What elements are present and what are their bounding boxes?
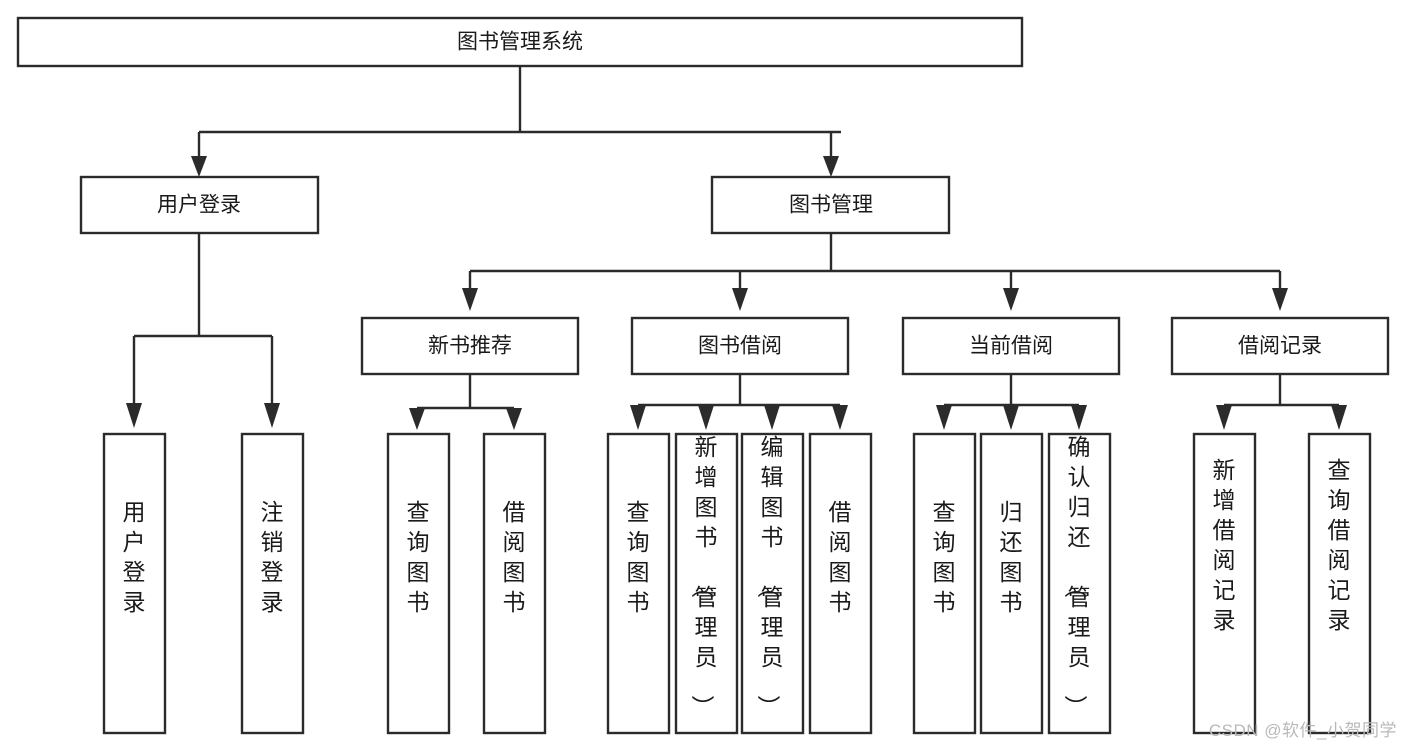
node-root[interactable]: 图书管理系统 [16, 16, 1024, 68]
node-book-management[interactable]: 图书管理 [710, 175, 951, 235]
leaf-borrow-book-newbook-box[interactable] [482, 432, 547, 735]
arrow-icon-leaf-add-record [1216, 405, 1232, 430]
leaf-add-record-box[interactable] [1192, 432, 1257, 735]
arrow-icon-leaf-edit-book [764, 405, 780, 430]
leaf-add-book[interactable]: 新增图书（管理员） [674, 432, 739, 735]
leaf-return-book-box[interactable] [979, 432, 1044, 735]
arrow-icon-leaf-query-book-2 [630, 405, 646, 430]
leaf-edit-book[interactable]: 编辑图书（管理员） [740, 432, 805, 735]
node-current-borrow-box[interactable] [901, 316, 1121, 376]
leaf-user-login[interactable]: 用户登录 [102, 432, 167, 735]
arrow-icon-leaf-borrow-book-1 [506, 408, 522, 430]
arrow-icon-leaf-add-book [698, 405, 714, 430]
leaf-logout-label: 注销登录 [261, 499, 284, 615]
node-book-borrow[interactable]: 图书借阅 [630, 316, 850, 376]
leaf-query-book-current[interactable]: 查询图书 [912, 432, 977, 735]
arrow-icon-leaf-logout [264, 403, 280, 428]
arrow-icon-to-user-login [191, 156, 207, 177]
connector-newbook-to-leaves [409, 374, 522, 430]
arrow-icon-leaf-return-book [1003, 405, 1019, 430]
node-borrow-record-label: 借阅记录 [1238, 335, 1322, 358]
leaf-confirm-return-box[interactable] [1047, 432, 1112, 735]
leaf-logout-box[interactable] [240, 432, 305, 735]
leaf-query-book-current-box[interactable] [912, 432, 977, 735]
leaf-borrow-book-newbook-label: 借阅图书 [503, 499, 526, 615]
arrow-icon-to-borrow [732, 288, 748, 311]
node-user-login-label: 用户登录 [157, 194, 241, 217]
leaf-add-book-label: 新增图书（管理员） [690, 434, 718, 718]
leaf-query-record-label: 查询借阅记录 [1328, 457, 1351, 633]
leaf-borrow-book-borrow[interactable]: 借阅图书 [808, 432, 873, 735]
arrow-icon-leaf-query-book-1 [409, 408, 425, 430]
node-user-login-box[interactable] [79, 175, 320, 235]
leaf-return-book-label: 归还图书 [1000, 499, 1023, 615]
arrow-icon-to-new-book [462, 288, 478, 311]
node-borrow-record[interactable]: 借阅记录 [1170, 316, 1390, 376]
leaf-edit-book-label: 编辑图书（管理员） [756, 434, 784, 718]
leaf-query-book-current-label: 查询图书 [933, 499, 956, 615]
node-book-borrow-label: 图书借阅 [698, 335, 782, 358]
leaf-borrow-book-newbook[interactable]: 借阅图书 [482, 432, 547, 735]
leaf-borrow-book-borrow-box[interactable] [808, 432, 873, 735]
leaf-query-book-newbook-box[interactable] [386, 432, 451, 735]
leaf-query-book-borrow[interactable]: 查询图书 [606, 432, 671, 735]
node-current-borrow[interactable]: 当前借阅 [901, 316, 1121, 376]
leaf-borrow-book-borrow-label: 借阅图书 [829, 499, 852, 615]
leaf-edit-book-box[interactable] [740, 432, 805, 735]
arrow-icon-to-borrow-record [1272, 288, 1288, 311]
connector-record-to-leaves [1216, 374, 1347, 430]
watermark-credit: CSDN @软件_小贺同学 [1208, 721, 1397, 740]
node-borrow-record-box[interactable] [1170, 316, 1390, 376]
leaf-user-login-label: 用户登录 [123, 499, 146, 615]
arrow-icon-leaf-query-record [1331, 405, 1347, 430]
arrow-icon-leaf-user-login [126, 403, 142, 428]
arrow-icon-leaf-query-book-3 [936, 405, 952, 430]
leaf-query-book-borrow-box[interactable] [606, 432, 671, 735]
connector-userlogin-to-leaves [126, 233, 280, 428]
arrow-icon-leaf-confirm-return [1071, 405, 1087, 430]
connector-borrow-to-leaves [630, 374, 848, 430]
node-root-box[interactable] [16, 16, 1024, 68]
leaf-query-book-newbook-label: 查询图书 [407, 499, 430, 615]
node-book-management-label: 图书管理 [789, 194, 873, 217]
leaf-return-book[interactable]: 归还图书 [979, 432, 1044, 735]
arrow-icon-to-book-mgmt [823, 156, 839, 177]
node-new-book-recommend[interactable]: 新书推荐 [360, 316, 580, 376]
connector-bookmgmt-to-level2 [462, 233, 1288, 311]
node-new-book-recommend-box[interactable] [360, 316, 580, 376]
node-book-management-box[interactable] [710, 175, 951, 235]
arrow-icon-to-current-borrow [1003, 288, 1019, 311]
leaf-query-book-newbook[interactable]: 查询图书 [386, 432, 451, 735]
leaf-confirm-return-label: 确认归还（管理员） [1063, 434, 1091, 718]
leaf-add-book-box[interactable] [674, 432, 739, 735]
node-book-borrow-box[interactable] [630, 316, 850, 376]
leaf-query-record[interactable]: 查询借阅记录 [1307, 432, 1372, 735]
leaf-user-login-box[interactable] [102, 432, 167, 735]
node-current-borrow-label: 当前借阅 [969, 335, 1053, 358]
leaf-logout[interactable]: 注销登录 [240, 432, 305, 735]
arrow-icon-leaf-borrow-book-2 [832, 405, 848, 430]
node-user-login[interactable]: 用户登录 [79, 175, 320, 235]
node-root-label: 图书管理系统 [457, 31, 583, 54]
leaf-add-record-label: 新增借阅记录 [1213, 457, 1236, 633]
connector-root-to-level1 [191, 66, 841, 177]
node-new-book-recommend-label: 新书推荐 [428, 335, 512, 358]
leaf-query-book-borrow-label: 查询图书 [627, 499, 650, 615]
connector-current-to-leaves [936, 374, 1087, 430]
leaf-add-record[interactable]: 新增借阅记录 [1192, 432, 1257, 735]
leaf-confirm-return[interactable]: 确认归还（管理员） [1047, 432, 1112, 735]
leaf-query-record-box[interactable] [1307, 432, 1372, 735]
